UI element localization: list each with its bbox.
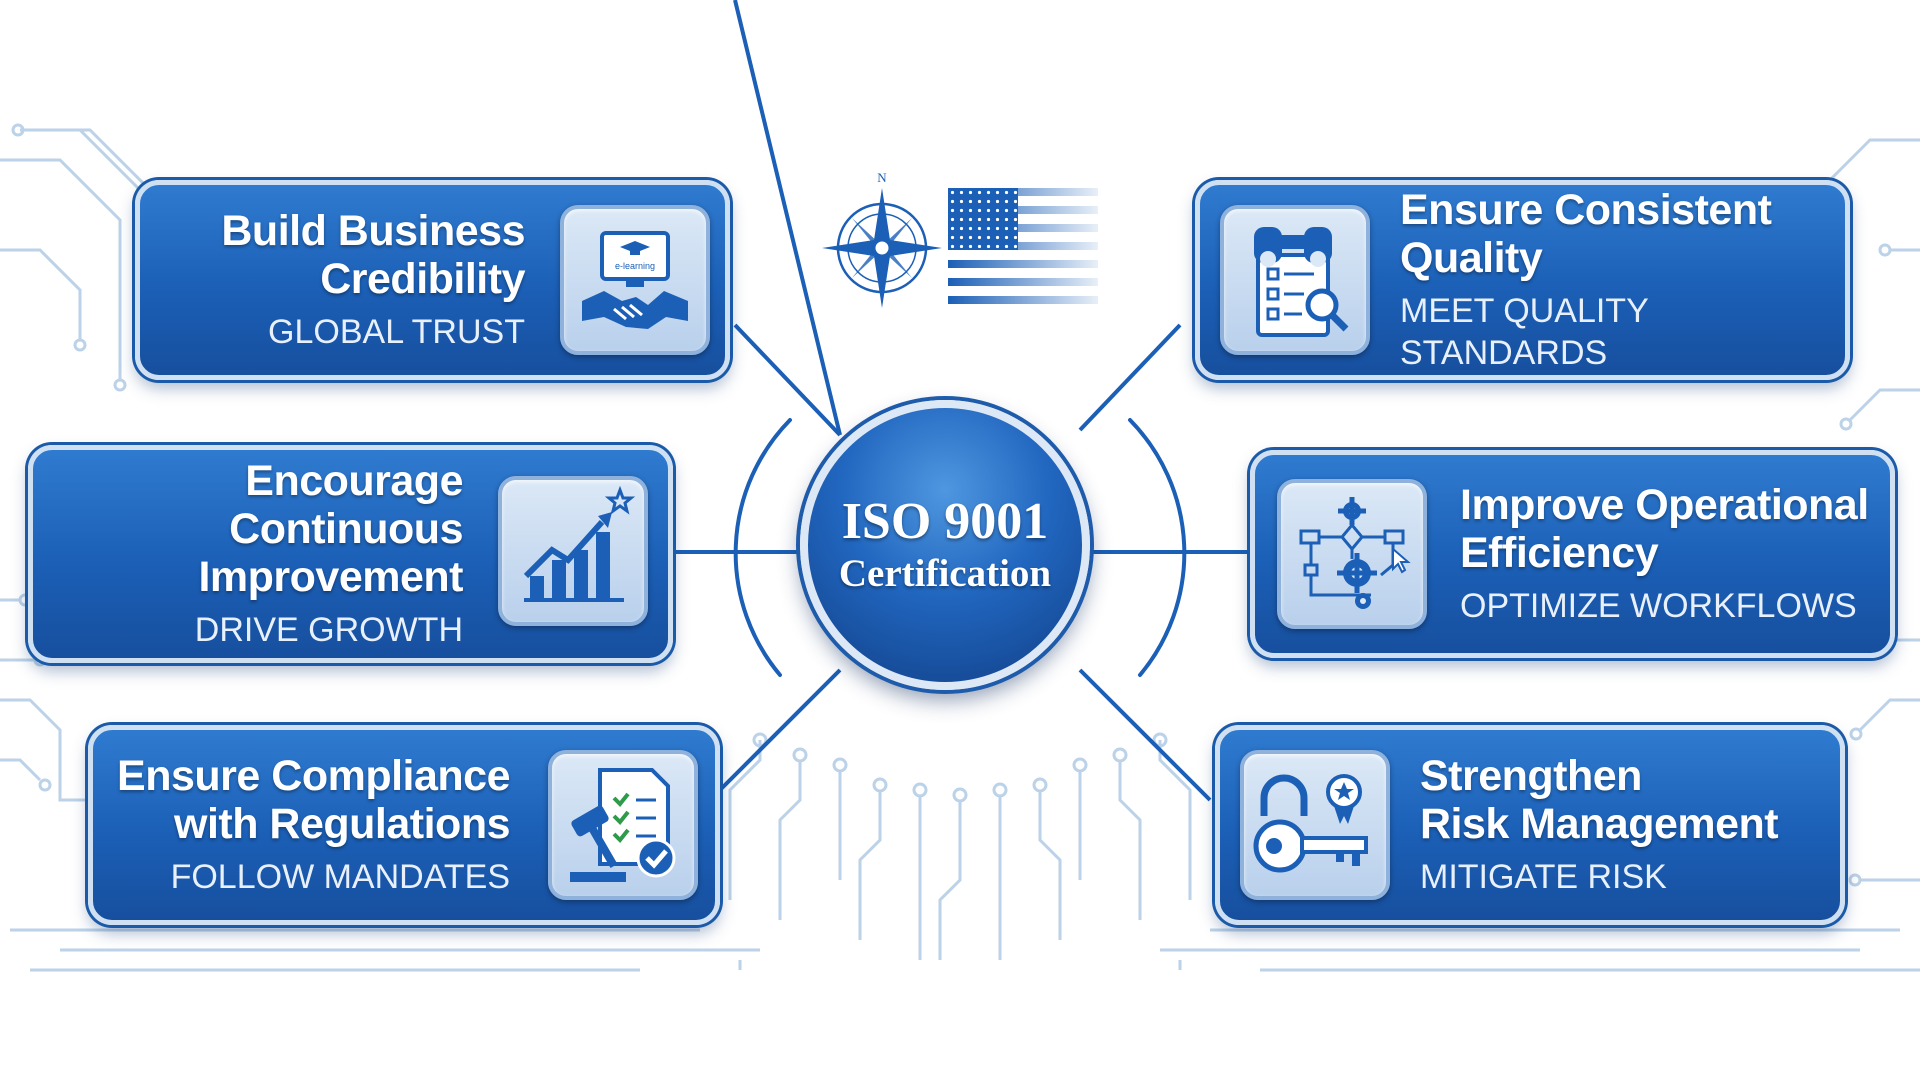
benefit-title-line: Ensure Consistent xyxy=(1400,186,1772,234)
hub-subtitle: Certification xyxy=(838,552,1052,595)
growth-chart-icon xyxy=(498,476,648,626)
benefit-subtitle: DRIVE GROWTH xyxy=(194,611,463,649)
iso-9001-hub: ISO 9001 Certification xyxy=(800,400,1090,690)
benefit-subtitle: MEET QUALITY STANDARDS xyxy=(1400,292,1649,372)
binoculars-checklist-icon xyxy=(1220,205,1370,355)
benefit-title-line: Strengthen xyxy=(1420,752,1642,800)
benefit-card-efficiency: Improve Operational Efficiency OPTIMIZE … xyxy=(1250,450,1895,658)
benefit-title-line: Improve Operational xyxy=(1460,481,1869,529)
benefit-card-credibility: Build Business Credibility GLOBAL TRUST … xyxy=(135,180,730,380)
benefit-title-line: Ensure Compliance xyxy=(117,752,510,800)
hub-title: ISO 9001 xyxy=(841,493,1049,550)
elearning-label: e-learning xyxy=(615,261,655,271)
compass-icon: N xyxy=(822,170,942,308)
benefit-title-line: Credibility xyxy=(320,255,525,303)
benefit-subtitle: OPTIMIZE WORKFLOWS xyxy=(1460,587,1857,625)
benefit-title-line: Continuous xyxy=(229,505,463,553)
benefit-card-risk: Strengthen Risk Management MITIGATE RISK xyxy=(1215,725,1845,925)
gavel-checklist-icon xyxy=(548,750,698,900)
benefit-title-line: with Regulations xyxy=(174,800,511,848)
benefit-card-compliance: Ensure Compliance with Regulations FOLLO… xyxy=(88,725,720,925)
benefit-title-line: Efficiency xyxy=(1460,529,1659,577)
benefit-card-improvement: Encourage Continuous Improvement DRIVE G… xyxy=(28,445,673,663)
benefit-title-line: Quality xyxy=(1400,234,1543,282)
benefit-subtitle: FOLLOW MANDATES xyxy=(170,858,510,896)
compass-north-label: N xyxy=(877,170,887,185)
benefit-subtitle: GLOBAL TRUST xyxy=(268,313,525,351)
benefit-card-quality: Ensure Consistent Quality MEET QUALITY S… xyxy=(1195,180,1850,380)
us-flag-icon xyxy=(948,188,1098,304)
workflow-gears-icon xyxy=(1277,479,1427,629)
benefit-subtitle: MITIGATE RISK xyxy=(1420,858,1667,896)
lock-key-badge-icon xyxy=(1240,750,1390,900)
benefit-title-line: Build Business xyxy=(221,207,525,255)
handshake-elearning-icon: e-learning xyxy=(560,205,710,355)
benefit-title-line: Risk Management xyxy=(1420,800,1779,848)
benefit-title-line: Improvement xyxy=(198,553,463,601)
benefit-title-line: Encourage xyxy=(245,457,463,505)
